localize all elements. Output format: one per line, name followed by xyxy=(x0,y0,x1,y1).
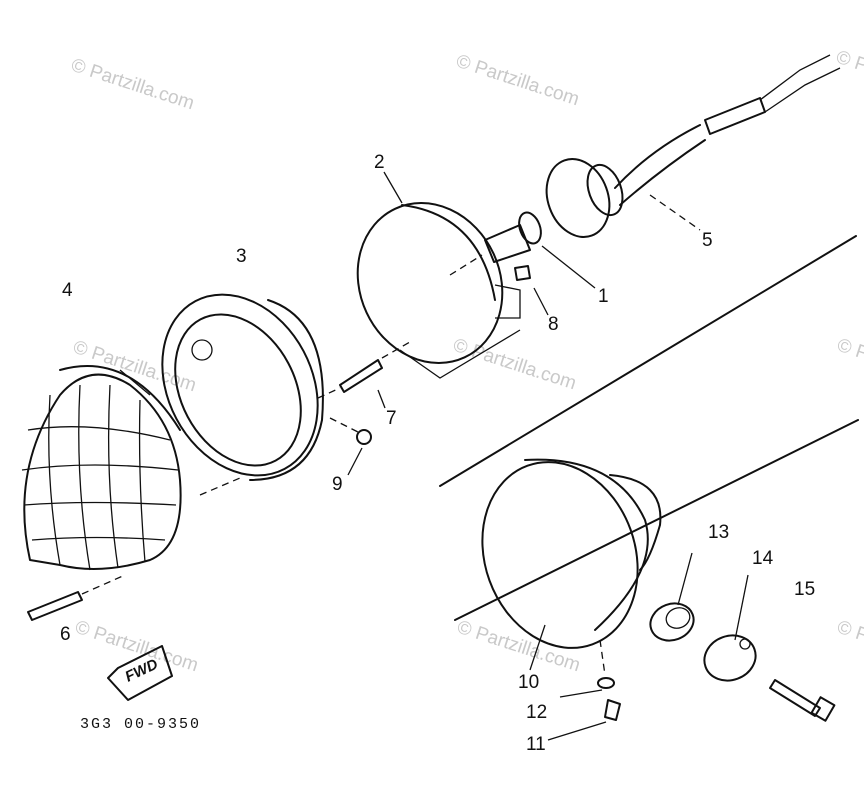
cap xyxy=(703,634,757,682)
part-label-4: 4 xyxy=(62,280,73,301)
part-label-6: 6 xyxy=(60,624,71,645)
headlight-unit xyxy=(356,202,521,379)
headlight-guard xyxy=(21,365,182,571)
part-label-13: 13 xyxy=(708,522,729,543)
diagram-code: 3G3 00-9350 xyxy=(80,716,201,733)
guide-dash xyxy=(199,477,241,496)
part-label-14: 14 xyxy=(752,548,774,569)
forward-label: FWD xyxy=(123,656,161,686)
part-label-2: 2 xyxy=(374,152,385,173)
watermark: © Partzilla.com xyxy=(68,55,196,115)
watermark: © Partzilla.com xyxy=(450,335,578,395)
washer xyxy=(597,677,615,689)
mounting-bolt xyxy=(769,679,836,722)
part-label-5: 5 xyxy=(702,230,713,251)
guide-line xyxy=(439,235,857,487)
watermark: © Partzilla.com xyxy=(453,51,581,111)
part-label-7: 7 xyxy=(386,408,397,429)
part-labels: 1 2 3 4 5 6 7 8 9 10 11 12 13 14 15 xyxy=(60,152,815,755)
clip xyxy=(514,265,531,281)
bulb-socket-cord xyxy=(545,54,841,238)
leader-lines xyxy=(347,171,749,741)
part-label-15: 15 xyxy=(794,579,815,600)
watermark: © Partzilla.com xyxy=(833,47,864,107)
watermark: © Partzilla.com xyxy=(834,617,864,677)
adjust-screw xyxy=(317,341,411,399)
spring-nut xyxy=(329,417,372,445)
part-label-9: 9 xyxy=(332,474,343,495)
grommet xyxy=(649,602,695,642)
part-label-12: 12 xyxy=(526,702,547,723)
watermark: © Partzilla.com xyxy=(834,335,864,395)
guard-bolt xyxy=(27,574,126,621)
part-label-3: 3 xyxy=(236,246,247,267)
part-label-10: 10 xyxy=(518,672,539,693)
headlight-bulb xyxy=(449,211,542,276)
shell-screw xyxy=(599,639,621,721)
headlight-rim xyxy=(161,293,324,481)
headlight-shell xyxy=(481,458,662,649)
guide-line xyxy=(454,419,859,621)
part-label-1: 1 xyxy=(598,286,609,307)
part-label-11: 11 xyxy=(526,734,546,755)
part-label-8: 8 xyxy=(548,314,559,335)
